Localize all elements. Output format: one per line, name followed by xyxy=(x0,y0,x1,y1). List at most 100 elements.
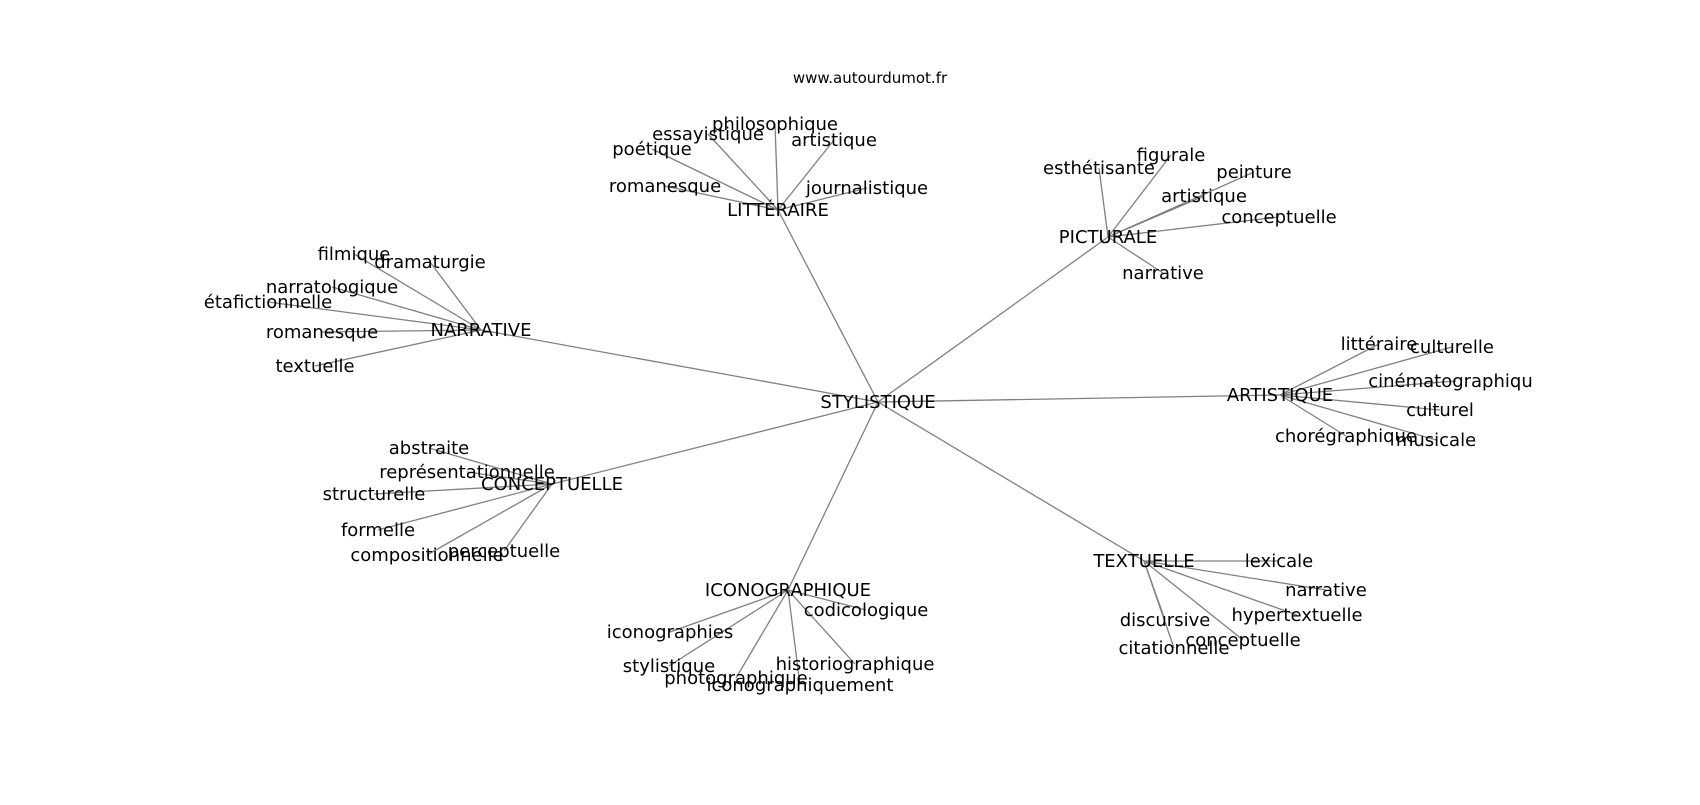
leaf-node-label: cinématographique xyxy=(1368,371,1544,392)
edge-branch-to-leaf xyxy=(707,133,779,211)
edge-branch-to-leaf xyxy=(426,483,553,556)
edge-branch-to-leaf xyxy=(1279,343,1380,396)
branch-node-label: ARTISTIQUE xyxy=(1227,385,1333,406)
leaf-node-label: culturelle xyxy=(1410,337,1494,358)
edge-branch-to-leaf xyxy=(321,329,482,333)
edge-branch-to-leaf xyxy=(1098,167,1109,238)
branch-node-label: TEXTUELLE xyxy=(1092,551,1194,572)
leaf-node-label: culturel xyxy=(1406,400,1474,421)
edge-branch-to-leaf xyxy=(373,483,553,495)
edge-center-to-branch xyxy=(877,236,1109,403)
leaf-node-label: représentationnelle xyxy=(379,462,555,483)
edge-branch-to-leaf xyxy=(787,589,856,665)
leaf-node-label: filmique xyxy=(318,244,391,265)
site-label: www.autourdumot.fr xyxy=(793,69,948,87)
edge-branch-to-leaf xyxy=(1107,154,1172,238)
leaf-node-label: chorégraphique xyxy=(1275,426,1417,447)
leaf-node-label: artistique xyxy=(791,130,877,151)
leaf-node-label: compositionnelle xyxy=(350,545,503,566)
leaf-node-label: perceptuelle xyxy=(448,541,561,562)
edge-branch-to-leaf xyxy=(1107,216,1280,238)
leaf-node-label: dramaturgie xyxy=(374,252,485,273)
leaf-node-label: iconographies xyxy=(607,622,733,643)
branch-node-label: CONCEPTUELLE xyxy=(481,474,623,495)
edge-branch-to-leaf xyxy=(787,589,801,686)
leaf-node-label: abstraite xyxy=(389,438,469,459)
leaf-node-label: littéraire xyxy=(1341,334,1418,355)
leaf-node-label: conceptuelle xyxy=(1185,630,1300,651)
leaf-node-label: iconographiquement xyxy=(706,675,893,696)
edge-branch-to-leaf xyxy=(1143,560,1327,591)
leaf-node-label: citationnelle xyxy=(1118,638,1229,659)
edge-branch-to-leaf xyxy=(1279,346,1453,396)
edge-branch-to-leaf xyxy=(1143,560,1244,641)
leaf-node-label: photographique xyxy=(664,668,808,689)
edge-branch-to-leaf xyxy=(331,286,482,331)
edge-branch-to-leaf xyxy=(669,589,789,633)
edge-branch-to-leaf xyxy=(735,589,789,679)
leaf-node-label: figurale xyxy=(1137,145,1206,166)
branch-node-label: PICTURALE xyxy=(1059,227,1157,248)
leaf-node-label: stylistique xyxy=(623,656,715,677)
edge-center-to-branch xyxy=(480,329,879,403)
leaf-node-label: narratologique xyxy=(266,277,398,298)
edge-branch-to-leaf xyxy=(466,471,553,485)
edge-branch-to-leaf xyxy=(267,301,482,331)
edge-center-to-branch xyxy=(877,394,1281,403)
edge-branch-to-leaf xyxy=(1279,394,1347,437)
edge-branch-to-leaf xyxy=(1279,380,1457,396)
center-node-label: STYLISTIQUE xyxy=(820,392,935,413)
leaf-node-label: romanesque xyxy=(609,176,721,197)
edge-branch-to-leaf xyxy=(651,148,779,211)
leaf-node-label: formelle xyxy=(341,520,415,541)
leaf-node-label: philosophique xyxy=(712,114,838,135)
edge-branch-to-leaf xyxy=(1279,394,1441,411)
edge-center-to-branch xyxy=(551,401,879,485)
leaf-node-label: esthétisante xyxy=(1043,158,1155,179)
edge-branch-to-leaf xyxy=(668,589,789,667)
leaf-node-label: musicale xyxy=(1396,430,1476,451)
leaf-node-label: romanesque xyxy=(266,322,378,343)
edge-branch-to-leaf xyxy=(1107,236,1164,274)
edge-branch-to-leaf xyxy=(503,483,553,552)
edge-branch-to-leaf xyxy=(1143,560,1175,649)
branch-node-label: NARRATIVE xyxy=(431,320,532,341)
edge-center-to-branch xyxy=(787,401,879,591)
branch-node-label: LITTÉRAIRE xyxy=(727,199,829,221)
edge-branch-to-leaf xyxy=(1279,394,1437,441)
leaf-node-label: discursive xyxy=(1120,610,1211,631)
edge-branch-to-leaf xyxy=(314,329,482,367)
leaf-node-label: peinture xyxy=(1216,162,1291,183)
leaf-node-label: structurelle xyxy=(323,484,426,505)
edge-branch-to-leaf xyxy=(664,185,779,211)
leaf-node-label: étafictionnelle xyxy=(204,292,332,313)
leaf-node-label: lexicale xyxy=(1245,551,1313,572)
edge-branch-to-leaf xyxy=(1107,195,1205,238)
edge-center-to-branch xyxy=(777,209,879,403)
leaf-node-label: codicologique xyxy=(804,600,929,621)
branch-node-label: ICONOGRAPHIQUE xyxy=(705,580,871,601)
leaf-node-label: narrative xyxy=(1285,580,1367,601)
leaf-node-label: essayistique xyxy=(652,124,764,145)
edge-branch-to-leaf xyxy=(787,589,867,611)
leaf-node-label: artistique xyxy=(1161,186,1247,207)
edge-branch-to-leaf xyxy=(777,139,835,211)
edge-layer xyxy=(267,123,1457,686)
leaf-node-label: textuelle xyxy=(275,356,354,377)
leaf-node-label: conceptuelle xyxy=(1221,207,1336,228)
edge-branch-to-leaf xyxy=(777,187,868,211)
edge-branch-to-leaf xyxy=(377,483,553,531)
edge-center-to-branch xyxy=(877,401,1145,562)
leaf-node-label: narrative xyxy=(1122,263,1204,284)
leaf-node-label: historiographique xyxy=(776,654,935,675)
leaf-node-label: poétique xyxy=(612,139,691,160)
leaf-node-label: hypertextuelle xyxy=(1231,605,1362,626)
edge-branch-to-leaf xyxy=(774,123,779,211)
edge-branch-to-leaf xyxy=(429,261,482,331)
leaf-node-label: journalistique xyxy=(805,178,928,199)
edge-branch-to-leaf xyxy=(1143,560,1298,616)
edge-branch-to-leaf xyxy=(353,253,482,331)
